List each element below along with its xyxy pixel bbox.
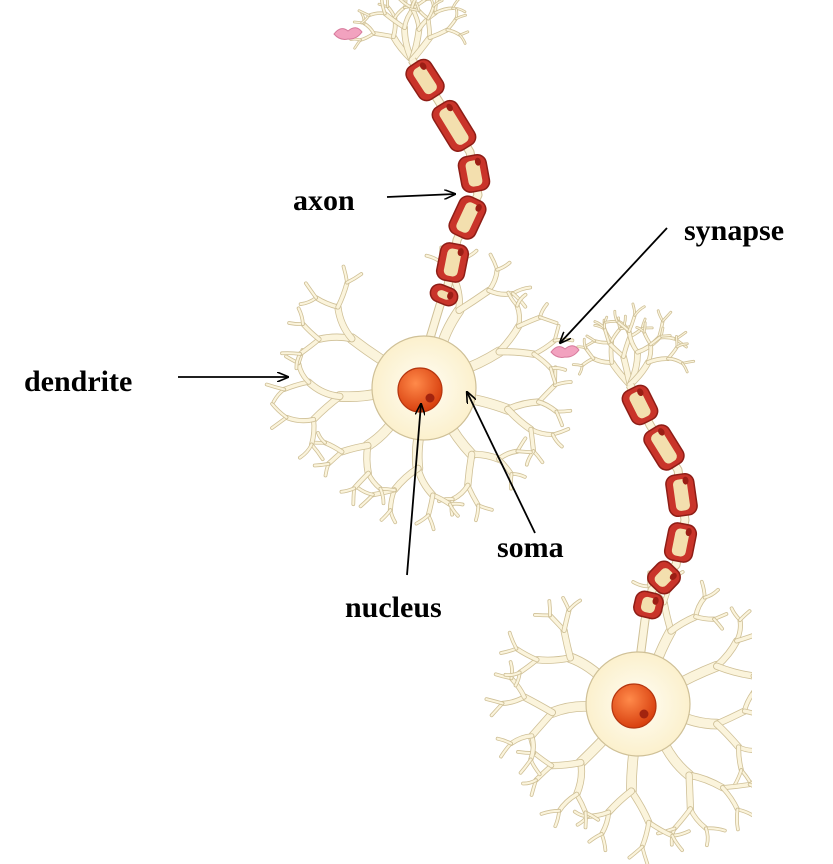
axon-terminal-upper	[333, 0, 470, 64]
neuron-lower	[484, 302, 752, 864]
synapse-arrow	[560, 227, 668, 343]
label-dendrite: dendrite	[24, 365, 132, 398]
soma-body-lower	[585, 651, 691, 757]
label-synapse: synapse	[684, 214, 784, 247]
axon-terminal-lower	[550, 302, 696, 389]
label-nucleus: nucleus	[345, 591, 442, 624]
label-soma: soma	[497, 531, 564, 564]
myelin-sheath-lower	[621, 382, 698, 675]
neuron-upper	[264, 0, 575, 532]
soma-body-upper	[371, 335, 477, 441]
soma-arrow	[467, 392, 536, 534]
myelin-sheath-upper	[405, 57, 491, 360]
axon-arrow	[386, 194, 455, 197]
nucleus-arrow	[406, 404, 421, 576]
label-axon: axon	[293, 184, 355, 217]
annotation-arrows	[178, 194, 668, 576]
